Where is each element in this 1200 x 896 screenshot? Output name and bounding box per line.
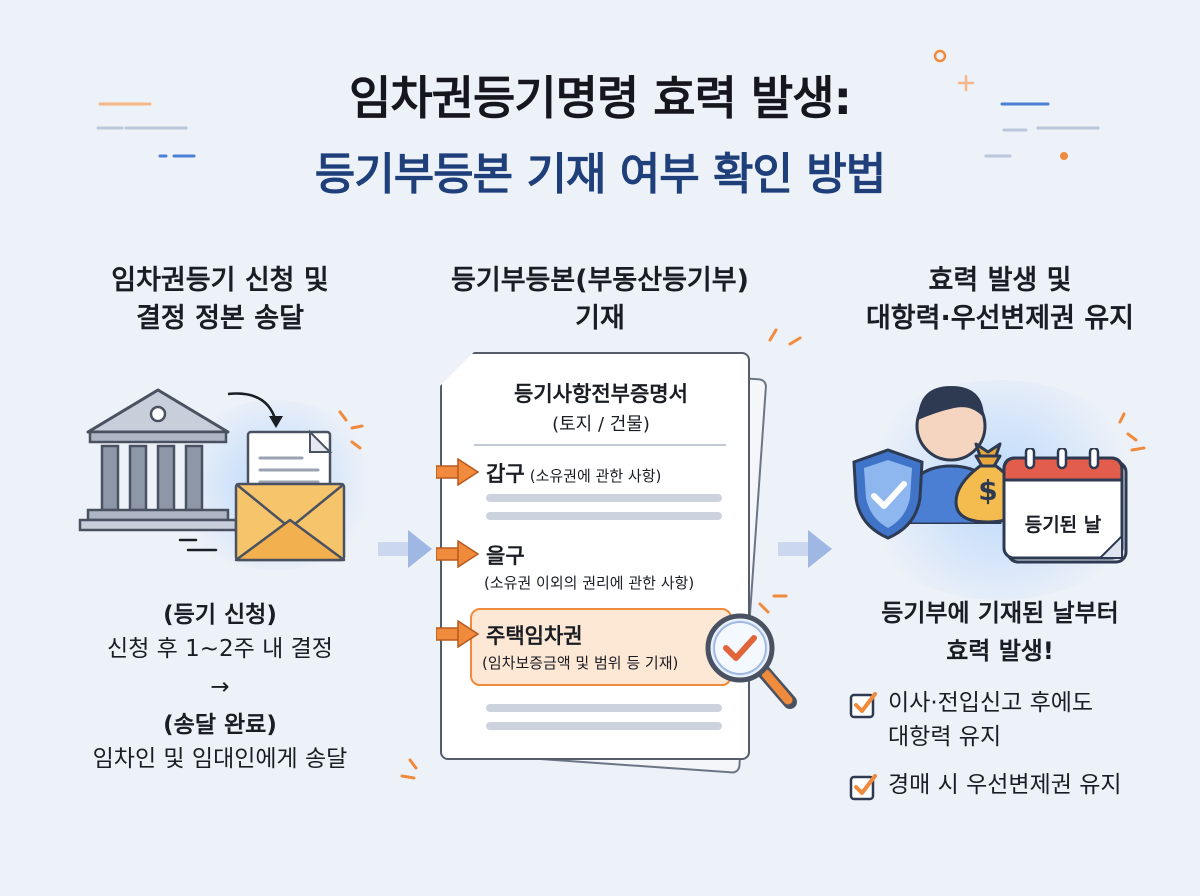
flow-arrow-1-icon (378, 530, 432, 568)
placeholder-line (486, 722, 722, 730)
step1-label: (등기 신청) (163, 602, 277, 628)
doc-title: 등기사항전부증명서 (514, 382, 688, 406)
check1-line-2: 대항력 유지 (888, 724, 1002, 750)
placeholder-line (486, 704, 722, 712)
middle-heading-line-2: 기재 (575, 303, 625, 334)
check-item-1: 이사·전입신고 후에도 대항력 유지 (888, 686, 1093, 754)
left-heading-line-1: 임차권등기 신청 및 (111, 265, 329, 296)
right-heading-line-2: 대항력·우선변제권 유지 (865, 303, 1135, 334)
shield-check-icon (852, 448, 924, 540)
orange-arrow-icon (436, 620, 480, 648)
placeholder-line (486, 494, 722, 502)
summary-line-1: 등기부에 기재된 날부터 (881, 599, 1119, 627)
section1-note: (소유권에 관한 사항) (529, 467, 662, 485)
magnifier-check-icon (705, 613, 797, 709)
section3-title: 주택임차권 (486, 624, 583, 648)
section1-title: 갑구 (486, 462, 525, 486)
registry-document (440, 352, 750, 760)
title-line-1: 임차권등기명령 효력 발생: (349, 71, 852, 125)
highlight-box (470, 608, 732, 686)
left-steps: (등기 신청) 신청 후 1~2주 내 결정 → (송달 완료) 임차인 및 임… (40, 598, 400, 776)
left-heading: 임차권등기 신청 및 결정 정본 송달 (40, 262, 400, 338)
envelope-icon (234, 429, 346, 562)
document-corner (440, 352, 474, 386)
left-heading-line-2: 결정 정본 송달 (136, 303, 304, 334)
step2-label: (송달 완료) (163, 712, 277, 738)
doc-subtitle: (토지 / 건물) (552, 414, 650, 435)
summary-line-2: 효력 발생! (946, 637, 1054, 665)
section-gapgu: 갑구 (소유권에 관한 사항) (486, 458, 661, 488)
section2-note: (소유권 이외의 권리에 관한 사항) (484, 574, 695, 592)
orange-arrow-icon (436, 540, 480, 568)
title-line-2: 등기부등본 기재 여부 확인 방법 (314, 149, 887, 200)
right-heading-line-1: 효력 발생 및 (928, 265, 1072, 296)
flow-arrow-2-icon (778, 530, 832, 568)
doc-divider (474, 444, 726, 446)
money-symbol: $ (978, 474, 998, 507)
right-summary: 등기부에 기재된 날부터 효력 발생! (800, 594, 1200, 670)
step2-desc: 임차인 및 임대인에게 송달 (92, 746, 348, 772)
section2-title: 을구 (486, 544, 525, 568)
check-item-2: 경매 시 우선변제권 유지 (888, 772, 1122, 798)
calendar-label: 등기된 날 (1024, 514, 1102, 536)
step1-desc: 신청 후 1~2주 내 결정 (107, 636, 333, 662)
section3-note: (임차보증금액 및 범위 등 기재) (482, 654, 679, 672)
checkbox-checked-icon (849, 774, 877, 801)
court-building-icon (78, 388, 283, 532)
checkbox-checked-icon (849, 692, 877, 719)
orange-arrow-icon (436, 458, 480, 486)
right-heading: 효력 발생 및 대항력·우선변제권 유지 (800, 262, 1200, 338)
placeholder-line (486, 512, 722, 520)
middle-heading: 등기부등본(부동산등기부) 기재 (400, 262, 800, 338)
step-arrow: → (210, 674, 230, 700)
calendar-icon (1002, 448, 1128, 564)
check1-line-1: 이사·전입신고 후에도 (888, 690, 1094, 716)
middle-heading-line-1: 등기부등본(부동산등기부) (451, 265, 749, 296)
